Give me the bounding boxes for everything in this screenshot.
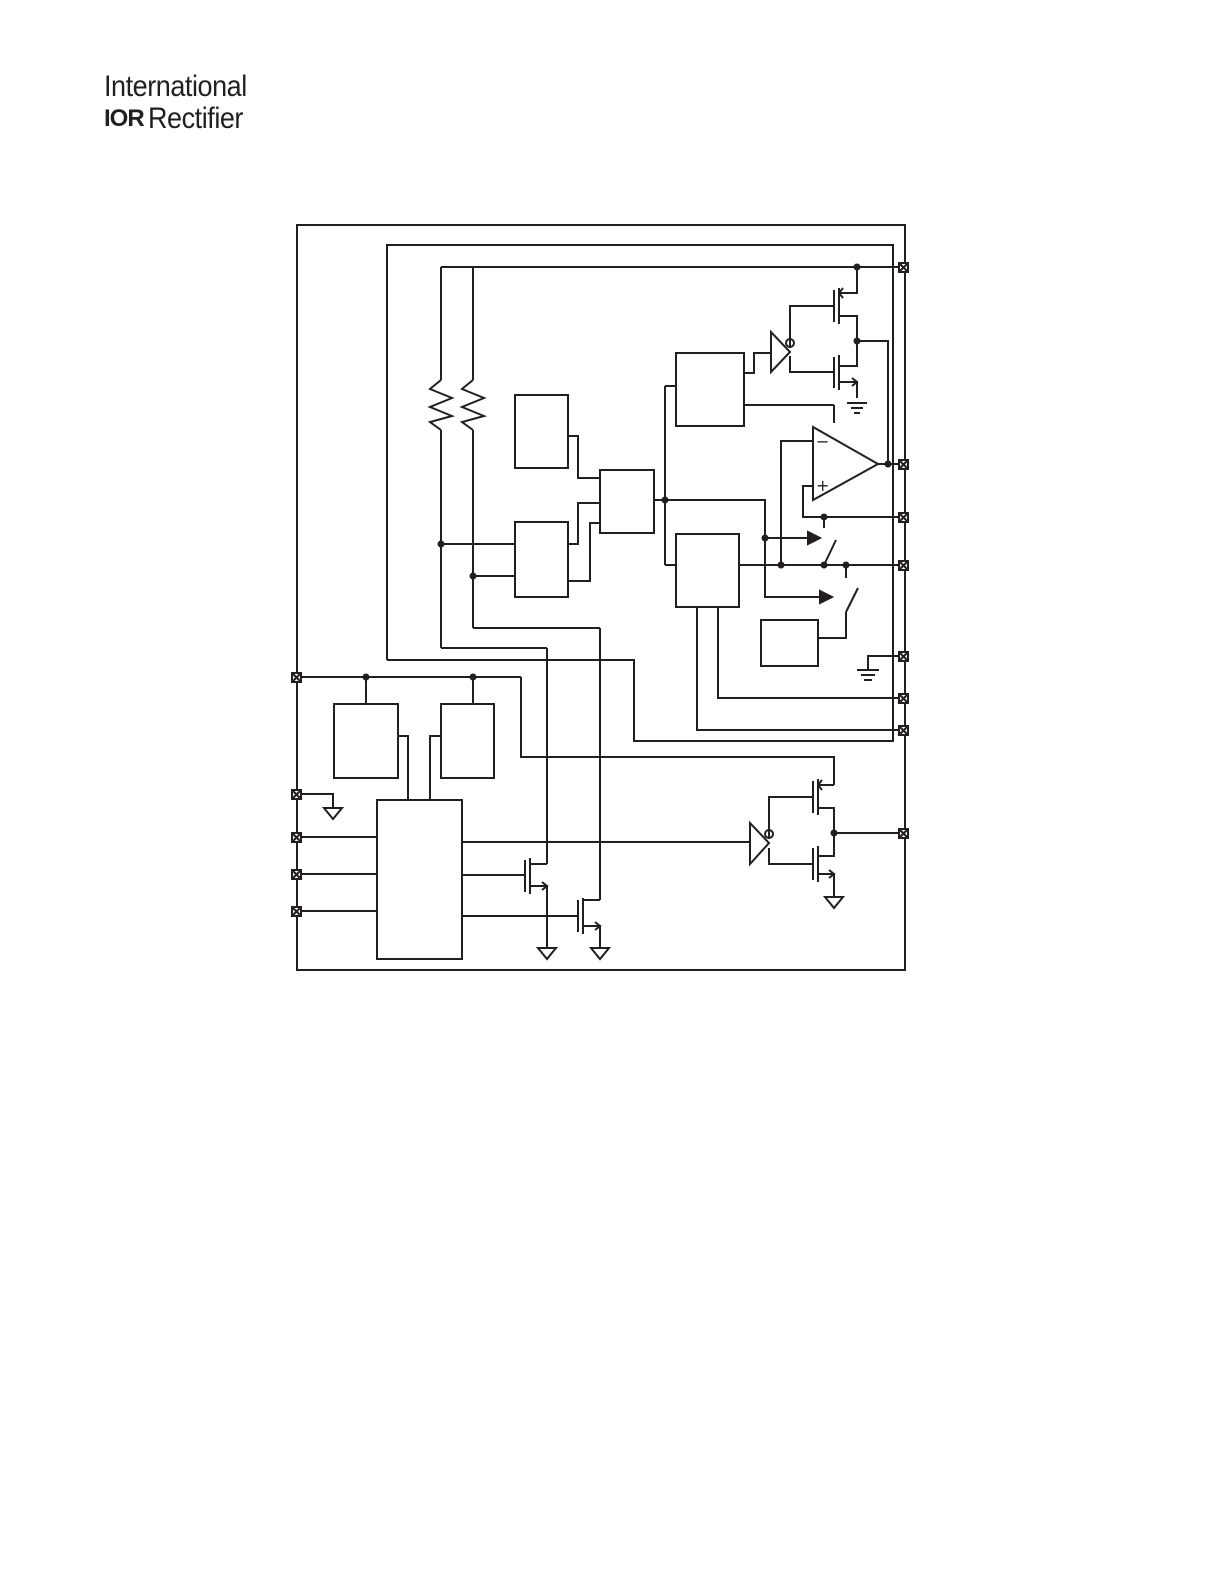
logo-line-rectifier-row: IOR Rectifier bbox=[104, 102, 263, 136]
wire bbox=[789, 356, 834, 373]
logo-mark: IOR bbox=[104, 105, 145, 132]
pin bbox=[898, 693, 909, 704]
resistor-1 bbox=[427, 379, 456, 431]
wire bbox=[568, 502, 600, 545]
block-e bbox=[675, 533, 740, 608]
pin bbox=[898, 512, 909, 523]
wire bbox=[665, 499, 820, 598]
wire bbox=[398, 735, 409, 800]
wire bbox=[789, 305, 834, 348]
arrow bbox=[828, 869, 836, 879]
ground-triangle bbox=[822, 896, 846, 910]
logo-line-rectifier: Rectifier bbox=[147, 102, 243, 135]
arrow bbox=[837, 287, 844, 299]
junction bbox=[820, 561, 828, 569]
arrow-head bbox=[819, 589, 835, 605]
junction bbox=[437, 540, 445, 548]
pin bbox=[291, 789, 302, 800]
junction bbox=[469, 572, 477, 580]
ground-triangle bbox=[535, 947, 559, 961]
wire bbox=[768, 848, 813, 865]
block-c bbox=[599, 469, 655, 534]
wire bbox=[429, 735, 441, 800]
pin bbox=[898, 459, 909, 470]
inverter-top bbox=[770, 329, 792, 375]
junction bbox=[842, 561, 850, 569]
ground-triangle bbox=[321, 807, 345, 821]
ground-triangle bbox=[588, 947, 612, 961]
junction bbox=[777, 561, 785, 569]
block-i bbox=[376, 799, 463, 960]
junction bbox=[853, 263, 861, 271]
pins-left bbox=[291, 672, 302, 917]
resistor-2 bbox=[459, 379, 488, 431]
arrow-head bbox=[807, 530, 823, 546]
block-g bbox=[333, 703, 399, 779]
wire bbox=[297, 793, 334, 808]
inner-frame-line bbox=[386, 244, 894, 742]
wire bbox=[744, 352, 770, 374]
pin bbox=[898, 651, 909, 662]
wire bbox=[802, 485, 903, 518]
junction bbox=[884, 460, 892, 468]
block-f bbox=[760, 619, 819, 667]
logo-line-international: International bbox=[104, 70, 247, 103]
block-h bbox=[440, 703, 495, 779]
wire bbox=[867, 655, 903, 670]
block-a bbox=[514, 394, 569, 469]
block-d bbox=[675, 352, 745, 427]
op-amp-minus: − bbox=[816, 432, 829, 451]
wire bbox=[520, 677, 835, 785]
wire bbox=[568, 522, 600, 582]
wire bbox=[717, 607, 903, 699]
arrow bbox=[851, 377, 859, 387]
op-amp bbox=[812, 425, 881, 502]
switch-2 bbox=[845, 587, 859, 613]
pin bbox=[291, 832, 302, 843]
junction bbox=[820, 513, 828, 521]
wire bbox=[818, 612, 847, 639]
pin bbox=[898, 828, 909, 839]
wire bbox=[839, 267, 858, 294]
arrow bbox=[816, 779, 823, 791]
op-amp-plus: + bbox=[816, 476, 829, 495]
arrow bbox=[594, 921, 602, 931]
block-b bbox=[514, 521, 569, 598]
wire bbox=[780, 440, 813, 565]
pin bbox=[898, 725, 909, 736]
wire bbox=[568, 435, 600, 479]
pin bbox=[291, 906, 302, 917]
switch-1 bbox=[823, 539, 837, 566]
wire bbox=[857, 340, 889, 464]
wire bbox=[768, 796, 813, 839]
pin bbox=[898, 560, 909, 571]
pin bbox=[291, 869, 302, 880]
package-outline bbox=[296, 224, 906, 971]
pins-right bbox=[898, 262, 909, 839]
pin bbox=[291, 672, 302, 683]
inverter-bottom bbox=[749, 820, 771, 867]
arrow bbox=[541, 881, 549, 891]
wire bbox=[818, 873, 835, 897]
pin bbox=[898, 262, 909, 273]
wire bbox=[696, 607, 903, 731]
company-logo: International IOR Rectifier bbox=[104, 70, 263, 136]
